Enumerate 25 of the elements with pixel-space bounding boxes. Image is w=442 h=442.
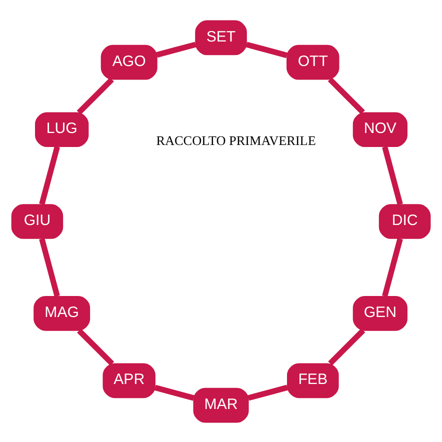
node-box: MAG (34, 295, 90, 330)
connector (246, 41, 288, 58)
connector (77, 328, 114, 366)
connector (382, 238, 403, 296)
node-box: GIU (11, 204, 64, 238)
connector (154, 384, 194, 400)
connector (39, 237, 60, 296)
connector (248, 384, 288, 400)
node-box: FEB (287, 362, 339, 398)
node-box: GEN (352, 295, 408, 330)
connector (39, 146, 60, 204)
node-box: SET (195, 20, 247, 55)
node-box: DIC (378, 204, 431, 238)
node-box: MAR (193, 387, 249, 422)
connector (328, 328, 366, 365)
node-box: APR (102, 362, 156, 398)
label: RACCOLTO PRIMAVERILE (156, 132, 316, 148)
node-box: AGO (100, 44, 158, 80)
connector (76, 77, 114, 114)
connector (156, 41, 196, 58)
connector (382, 146, 403, 205)
node-box: OTT (286, 44, 340, 80)
connector (328, 76, 365, 114)
node-box: LUG (35, 112, 89, 147)
node-box: NOV (352, 112, 408, 147)
